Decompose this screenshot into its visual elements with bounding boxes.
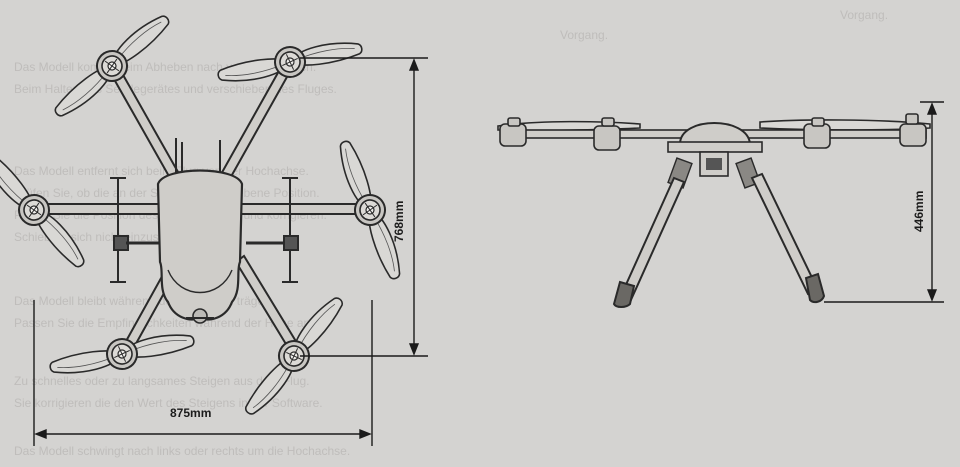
top-view — [0, 0, 427, 422]
camera-mount — [192, 308, 208, 324]
height-dimension-line-top — [300, 57, 428, 357]
height-dimension-line-side — [824, 101, 944, 303]
width-dimension-line — [33, 300, 373, 446]
top-view-body — [156, 169, 244, 321]
landing-gear-top — [110, 177, 299, 283]
rotor-front-left — [38, 9, 186, 123]
side-motors — [499, 113, 927, 151]
width-label: 875mm — [170, 406, 212, 420]
height-label-top: 768mm — [392, 200, 406, 242]
side-view — [497, 113, 931, 308]
side-landing-legs — [612, 172, 826, 308]
side-body — [678, 122, 752, 145]
rotor-front-right — [211, 0, 368, 128]
antennas — [175, 138, 221, 176]
height-label-side: 446mm — [912, 190, 926, 232]
